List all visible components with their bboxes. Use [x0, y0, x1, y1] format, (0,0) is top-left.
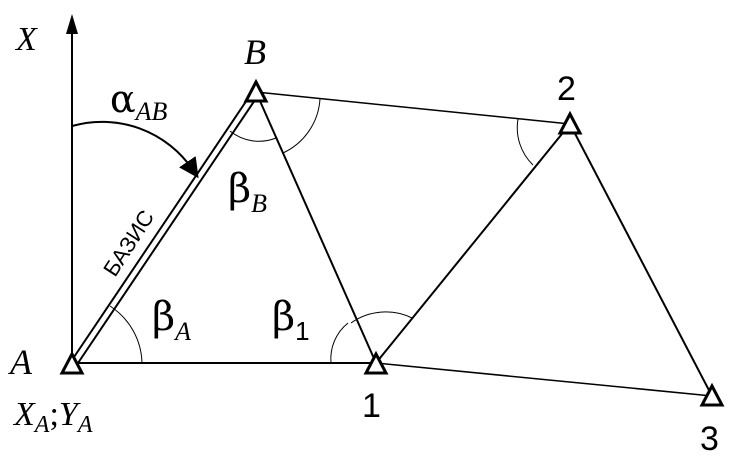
arc-angle-B [229, 130, 277, 142]
arc-angle-1-upper [350, 311, 413, 324]
point-2-label: 2 [557, 70, 576, 108]
alpha-AB-label: αAB [110, 77, 168, 126]
station-1-triangle [363, 350, 389, 375]
beta-1-label: β1 [272, 294, 310, 346]
line-B-2 [255, 91, 571, 125]
point-A-label: A [8, 342, 33, 382]
line-2-3 [569, 123, 713, 397]
x-axis-label: X [14, 21, 38, 58]
x-axis-arrow [66, 14, 78, 34]
line-1-2 [375, 123, 571, 364]
arc-angle-2 [516, 118, 534, 166]
coords-label: XA;YA [12, 396, 93, 438]
station-B-triangle [243, 78, 269, 103]
line-1-3 [375, 362, 713, 397]
basis-line-inner [75, 93, 260, 367]
arc-angle-A [109, 305, 143, 364]
basis-line-outer [69, 90, 254, 364]
station-3-triangle [699, 382, 725, 407]
point-3-label: 3 [700, 420, 719, 458]
arc-angle-B-right [282, 98, 321, 154]
arc-angle-1 [330, 322, 349, 364]
station-2-triangle [557, 110, 583, 135]
line-B-1 [255, 91, 377, 364]
point-B-label: B [244, 32, 266, 72]
alpha-arc [71, 120, 199, 179]
beta-A-label: βA [152, 294, 191, 346]
beta-B-label: βB [228, 166, 267, 218]
station-A-triangle [59, 350, 85, 375]
point-1-label: 1 [362, 387, 381, 425]
